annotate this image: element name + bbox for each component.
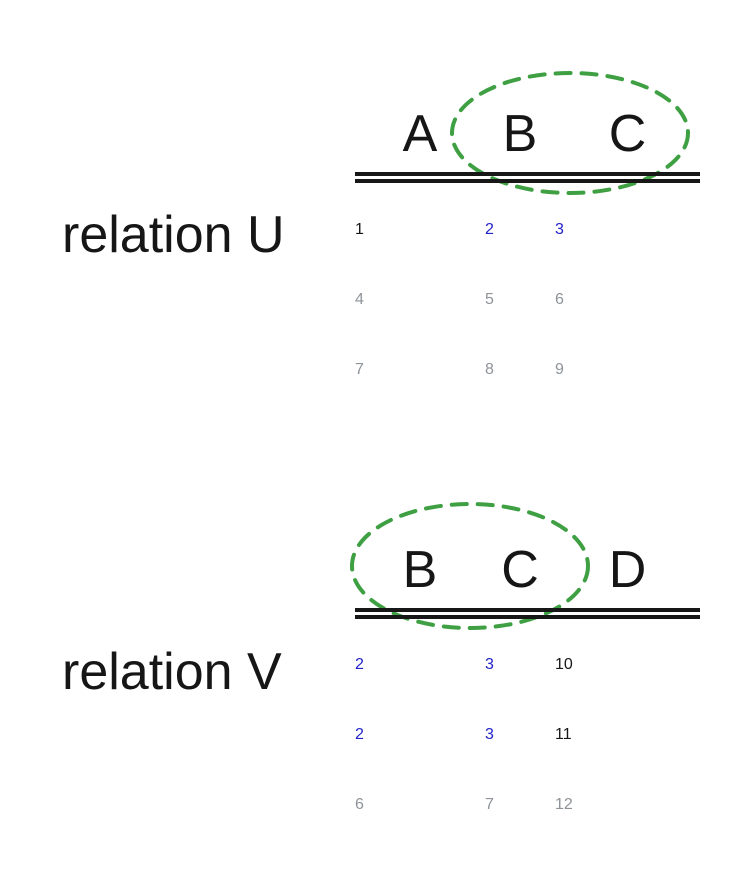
cell: 7: [355, 361, 364, 378]
double-rule-u: [355, 172, 700, 183]
relation-u-label: relation U: [62, 206, 285, 264]
cell: 7: [485, 796, 494, 813]
relation-u-header-row: A B C: [355, 104, 700, 164]
cell: 10: [555, 656, 573, 673]
column-header-b: B: [502, 105, 538, 163]
table-row: 2 3 11: [355, 700, 700, 770]
cell: 3: [485, 726, 494, 743]
relation-v-rows: 2 3 10 2 3 11 6 7 12: [355, 630, 700, 840]
column-header-a: A: [402, 105, 438, 163]
table-row: 7 8 9: [355, 335, 700, 405]
column-header-b: B: [402, 541, 438, 599]
column-header-d: D: [608, 541, 647, 599]
cell: 8: [485, 361, 494, 378]
table-row: 2 3 10: [355, 630, 700, 700]
table-row: 6 7 12: [355, 770, 700, 840]
cell: 3: [555, 221, 564, 238]
table-row: 1 2 3: [355, 195, 700, 265]
cell: 6: [555, 291, 564, 308]
cell: 4: [355, 291, 364, 308]
cell: 2: [355, 726, 364, 743]
circled-join-columns-ellipse-u: [450, 71, 690, 195]
circled-join-columns-ellipse-v: [350, 502, 590, 630]
cell: 5: [485, 291, 494, 308]
cell: 2: [485, 221, 494, 238]
double-rule-v: [355, 608, 700, 619]
cell: 11: [555, 726, 572, 743]
cell: 3: [485, 656, 494, 673]
table-row: 4 5 6: [355, 265, 700, 335]
column-header-c: C: [608, 105, 647, 163]
cell: 2: [355, 656, 364, 673]
relation-v-header-row: B C D: [355, 540, 700, 600]
column-header-c: C: [501, 541, 539, 599]
relation-v-label: relation V: [62, 643, 282, 701]
cell: 6: [355, 796, 364, 813]
relation-u-rows: 1 2 3 4 5 6 7 8 9: [355, 195, 700, 405]
cell: 12: [555, 796, 573, 813]
cell: 1: [355, 221, 364, 238]
cell: 9: [555, 361, 564, 378]
